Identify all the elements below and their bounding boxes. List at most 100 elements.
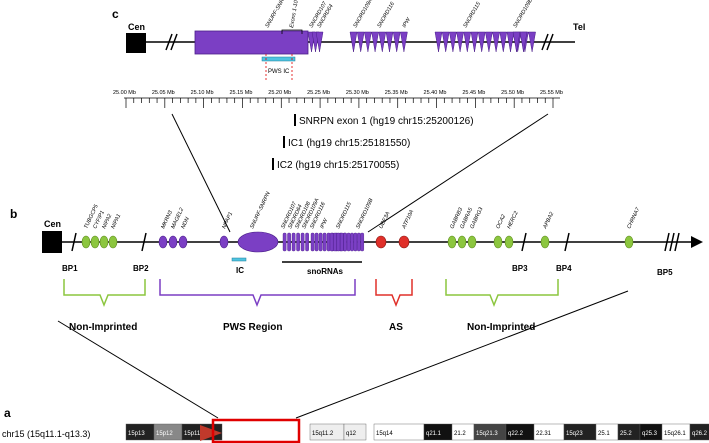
ideogram-band-label: 22.31: [536, 431, 552, 437]
snorna-bar: [314, 232, 319, 252]
gene-label: OCA2: [495, 214, 507, 230]
panel-c-ic2-marker: [272, 158, 274, 170]
ideogram-band-label: q21.1: [426, 431, 442, 437]
panel-c-gene-ipw: IPW: [402, 16, 413, 29]
panel-c-ic2-label: IC2 (hg19 chr15:25170055): [277, 160, 399, 171]
gene-marker: [237, 231, 279, 253]
panel-b-region-non-imprinted-right: Non-Imprinted: [467, 322, 535, 333]
ideogram-band-label: 15q21.3: [476, 431, 498, 437]
panel-b-gene-shapes: [81, 231, 634, 253]
snorna-triangle: [371, 31, 379, 53]
panel-c-tel-label: Tel: [573, 22, 585, 32]
gene-label: IPW: [319, 217, 329, 230]
snorna-bar: [296, 232, 300, 252]
panel-c-gene-snord109a: SNORD109A: [353, 0, 375, 29]
panel-b-centromere: [42, 231, 62, 253]
snorna-triangle: [519, 31, 528, 53]
snorna-triangle: [499, 31, 508, 53]
ideogram-band-label: 15p11.2: [184, 431, 206, 437]
panel-c-break-right: [541, 33, 554, 51]
ruler-tick-label: 25.25 Mb: [307, 90, 330, 96]
snorna-triangle: [449, 31, 457, 53]
panel-c-ic1-label: IC1 (hg19 chr15:25181550): [288, 138, 410, 149]
gene-label: SNORD115: [335, 201, 353, 230]
snorna-triangle: [528, 31, 536, 53]
panel-b-bp3: BP3: [512, 264, 528, 273]
snorna-triangle: [441, 31, 450, 53]
panel-c-snorna-triangles: [307, 31, 536, 53]
snorna-triangle: [512, 31, 521, 53]
panel-b-zoom-line-left: [57, 320, 219, 419]
panel-c: c Cen Tel SNURF-SNRPN Exons 1-10 SNORD10…: [112, 0, 585, 233]
gene-marker: [108, 235, 118, 249]
ruler-tick-label: 25.35 Mb: [385, 90, 408, 96]
panel-b-snorna-label: snoRNAs: [307, 267, 344, 276]
ideogram-band-label: q25.3: [642, 431, 658, 437]
ruler-tick-label: 25.15 Mb: [229, 90, 252, 96]
ideogram-band-label: 25.2: [620, 431, 632, 437]
snorna-triangle: [356, 31, 365, 53]
ideogram-band-label: 15q26.1: [664, 431, 686, 437]
panel-c-gene-exons: Exons 1-10: [289, 0, 300, 28]
snorna-triangle: [364, 31, 372, 53]
gene-marker: [398, 235, 410, 249]
snorna-bar: [322, 232, 327, 252]
panel-b: b Cen IC snoRNAs TUBGCP5CYFIP1NIPA2NIPA1…: [10, 191, 703, 419]
panel-c-zoom-line-left: [171, 113, 231, 233]
gene-marker: [158, 235, 168, 249]
gene-label: NDN: [180, 216, 190, 229]
panel-b-bp2: BP2: [133, 264, 149, 273]
ruler-tick-label: 25.50 Mb: [501, 90, 524, 96]
panel-b-region-pws: PWS Region: [223, 322, 282, 333]
gene-label: ATP10A: [401, 209, 415, 231]
panel-c-break-left: [165, 33, 178, 51]
gene-label: HERC2: [506, 210, 519, 229]
snorna-triangle: [506, 31, 515, 53]
snorna-bar: [357, 232, 361, 252]
panel-b-brace-non-imprinted-left: [63, 279, 146, 308]
panel-a-centromere-triangle: [200, 425, 222, 441]
panel-a-chrom-label: chr15 (15q11.1-q13.3): [2, 429, 90, 439]
ideogram-band-label: 15p13: [128, 431, 145, 437]
snorna-triangle: [492, 31, 500, 53]
snorna-bar: [360, 232, 365, 252]
gene-marker: [219, 235, 229, 249]
gene-label: NPAP1: [221, 211, 234, 230]
snorna-triangle: [385, 31, 394, 53]
ideogram-band-label: q26.2: [692, 431, 708, 437]
panel-c-zoom-line-right: [367, 113, 549, 233]
gene-label: SNURF-SNRPN: [249, 191, 271, 230]
panel-b-zoom-line-right: [295, 290, 629, 419]
snorna-triangle: [456, 31, 464, 53]
ideogram-band-label: q12: [346, 431, 357, 437]
snorna-bar: [340, 232, 344, 252]
snorna-bar: [336, 232, 341, 252]
panel-b-brace-non-imprinted-right: [445, 279, 559, 308]
ideogram-band-label: q22.2: [508, 431, 524, 437]
panel-c-gene-snord116: SNORD116: [377, 0, 397, 29]
gene-marker: [624, 235, 634, 249]
ruler-tick-label: 25.05 Mb: [152, 90, 175, 96]
gene-marker: [447, 235, 457, 249]
panel-b-bp4: BP4: [556, 264, 572, 273]
gene-marker: [90, 235, 100, 249]
ideogram-band: [343, 423, 367, 441]
snorna-triangle: [463, 31, 472, 53]
gene-marker: [99, 235, 109, 249]
panel-c-exons-bracket: [281, 29, 303, 34]
gene-label: NIPA1: [110, 213, 122, 230]
ideogram-band-label: 21.2: [454, 431, 466, 437]
gene-marker: [493, 235, 503, 249]
snorna-bar: [346, 232, 351, 252]
panel-a-highlight-box: [211, 418, 301, 443]
gene-marker: [504, 235, 514, 249]
panel-c-exon1-label: SNRPN exon 1 (hg19 chr15:25200126): [299, 116, 474, 127]
snorna-bar: [353, 232, 358, 252]
snorna-triangle: [434, 31, 443, 53]
gene-marker: [467, 235, 477, 249]
gene-marker: [457, 235, 467, 249]
